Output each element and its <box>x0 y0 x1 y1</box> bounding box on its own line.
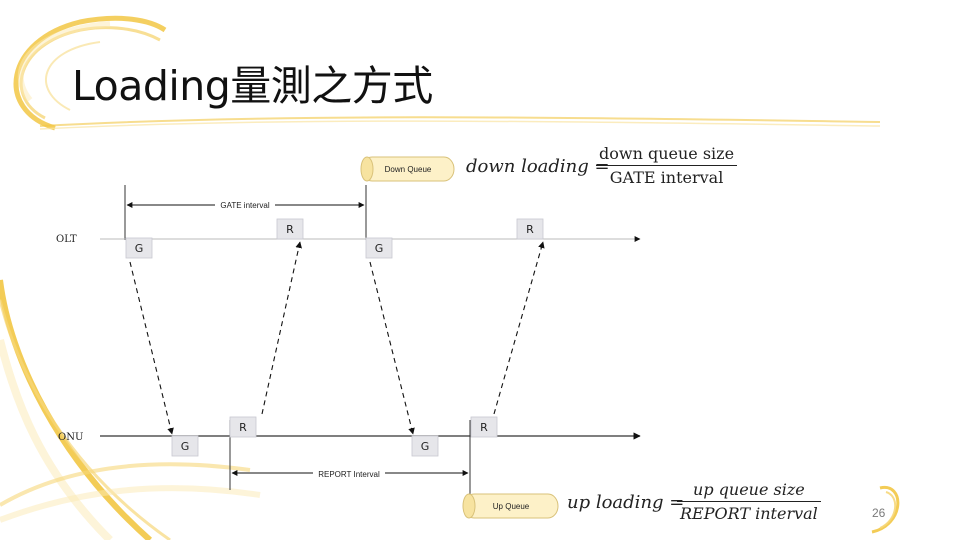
gate-message-1 <box>129 261 174 435</box>
gate-interval-label: GATE interval <box>220 201 269 210</box>
onu-report-box-2: R <box>470 416 498 438</box>
up-loading-numerator: up queue size <box>677 480 821 502</box>
down-queue-cylinder: Down Queue <box>360 156 455 182</box>
olt-gate-box-1: G <box>125 237 153 259</box>
olt-gate-box-2: G <box>365 237 393 259</box>
gate-message-2 <box>369 261 415 435</box>
svg-text:R: R <box>286 223 294 236</box>
onu-gate-box-1: G <box>171 435 199 457</box>
report-interval-label: REPORT Interval <box>318 470 380 479</box>
svg-text:G: G <box>421 440 430 453</box>
down-loading-lhs: down loading = <box>466 156 610 177</box>
svg-text:R: R <box>239 421 247 434</box>
down-loading-numerator: down queue size <box>596 144 738 166</box>
svg-text:G: G <box>375 242 384 255</box>
olt-report-box-1: R <box>276 218 304 240</box>
olt-label: OLT <box>56 234 77 245</box>
up-loading-fraction: up queue size REPORT interval <box>677 480 821 523</box>
up-loading-denominator: REPORT interval <box>680 504 818 523</box>
slide-title: Loading量測之方式 <box>72 62 433 110</box>
down-queue-label: Down Queue <box>385 165 432 174</box>
olt-report-box-2: R <box>516 218 544 240</box>
svg-text:R: R <box>526 223 534 236</box>
svg-text:R: R <box>480 421 488 434</box>
up-queue-cylinder: Up Queue <box>462 493 559 519</box>
down-loading-denominator: GATE interval <box>609 168 724 187</box>
onu-gate-box-2: G <box>411 435 439 457</box>
report-message-1 <box>261 241 302 415</box>
svg-text:G: G <box>181 440 190 453</box>
onu-label: ONU <box>58 432 83 443</box>
report-message-2 <box>493 241 545 415</box>
up-loading-lhs: up loading = <box>567 492 685 513</box>
svg-text:G: G <box>135 242 144 255</box>
onu-report-box-1: R <box>229 416 257 438</box>
up-queue-label: Up Queue <box>493 502 530 511</box>
down-loading-fraction: down queue size GATE interval <box>596 144 738 187</box>
page-number: 26 <box>872 506 886 520</box>
